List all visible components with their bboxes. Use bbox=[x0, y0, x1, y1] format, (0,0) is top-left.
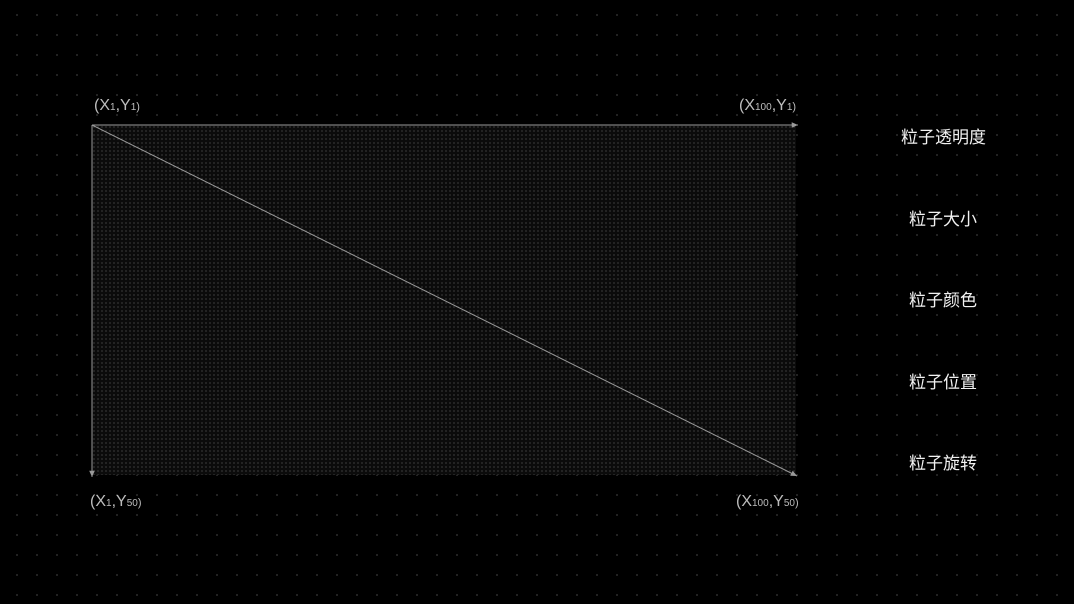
label-particle-rotation: 粒子旋转 bbox=[909, 454, 977, 474]
label-particle-position: 粒子位置 bbox=[909, 373, 977, 393]
corner-label-bottom-right: (X100,Y50) bbox=[736, 493, 799, 510]
diagonal-arrow bbox=[91, 124, 798, 477]
corner-label-bottom-left: (X1,Y50) bbox=[90, 493, 142, 510]
corner-label-top-left: (X1,Y1) bbox=[94, 97, 140, 114]
label-particle-color: 粒子颜色 bbox=[909, 291, 977, 311]
corner-label-top-right: (X100,Y1) bbox=[739, 97, 797, 114]
label-particle-opacity: 粒子透明度 bbox=[901, 128, 986, 148]
label-particle-size: 粒子大小 bbox=[909, 210, 977, 230]
